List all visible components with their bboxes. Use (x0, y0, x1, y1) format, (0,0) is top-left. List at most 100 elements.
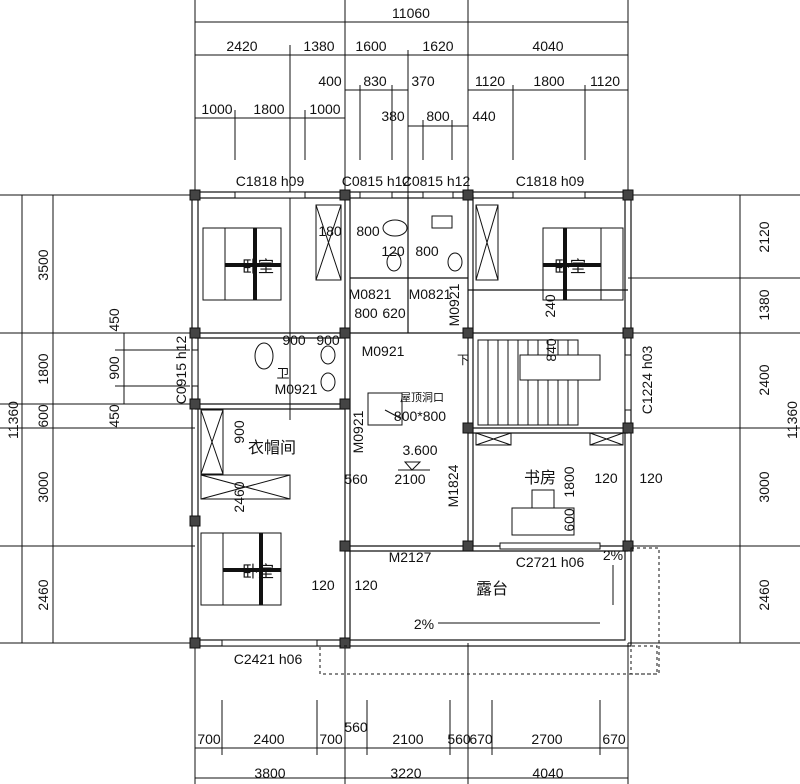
dim: 1120 (475, 73, 505, 89)
dim: 840 (543, 338, 559, 362)
dim: 900 (231, 420, 247, 444)
dim: 2460 (231, 481, 247, 512)
dim: 3800 (254, 765, 285, 781)
door-label: M0921 (362, 343, 405, 359)
dim: 2460 (756, 579, 772, 610)
slope-label: 2% (414, 616, 434, 632)
dimension-text: 11060 2420 1380 1600 1620 4040 400 830 3… (5, 5, 800, 781)
dim: 1120 (590, 73, 620, 89)
room-bedroom-top-left: 卧室 (242, 257, 274, 276)
window-label: C1818 h09 (516, 173, 585, 189)
window-label: C1224 h03 (639, 346, 655, 415)
roof-hatch-size: 800*800 (394, 408, 446, 424)
window-label: C0915 h12 (173, 336, 189, 405)
dim: 2420 (226, 38, 257, 54)
room-bathroom: 卫 (276, 367, 289, 382)
dim: 1800 (533, 73, 564, 89)
door-label: M2127 (389, 549, 432, 565)
dim: 600 (35, 404, 51, 428)
stair-down-label: 下 (457, 353, 469, 367)
dim: 3220 (390, 765, 421, 781)
dim: 400 (318, 73, 342, 89)
wardrobes (200, 204, 624, 500)
dim: 2700 (531, 731, 562, 747)
dim: 2100 (394, 471, 425, 487)
dim: 1620 (422, 38, 453, 54)
room-bedroom-bottom-left: 卧室 (242, 562, 274, 581)
dim: 800 (356, 223, 380, 239)
dim: 120 (381, 243, 405, 259)
dim: 600 (561, 508, 577, 532)
dim: 1380 (303, 38, 334, 54)
dim: 800 (354, 305, 378, 321)
door-label: M0821 (409, 286, 452, 302)
dim: 2400 (756, 364, 772, 395)
door-label: M0921 (350, 410, 366, 453)
dim: 670 (469, 731, 493, 747)
sanitary (254, 215, 463, 392)
dim: 2100 (392, 731, 423, 747)
door-label: M1824 (445, 464, 461, 507)
dim: 900 (282, 332, 306, 348)
stair (477, 339, 601, 426)
dim: 1800 (35, 353, 51, 384)
dim: 120 (311, 577, 335, 593)
roof-hatch (367, 392, 403, 426)
dim: 830 (363, 73, 387, 89)
dim: 1800 (561, 466, 577, 497)
dim: 2400 (253, 731, 284, 747)
dim: 1000 (309, 101, 340, 117)
slope-label: 2% (603, 547, 623, 563)
dim: 1000 (201, 101, 232, 117)
dim: 1380 (756, 289, 772, 320)
window-label: C0815 h12 (402, 173, 471, 189)
dim: 900 (316, 332, 340, 348)
window-label: C1818 h09 (236, 173, 305, 189)
room-bedroom-top-right: 卧室 (554, 257, 586, 276)
dim-total-left: 11360 (5, 401, 21, 439)
dim: 1600 (355, 38, 386, 54)
dim: 440 (472, 108, 496, 124)
dim: 370 (411, 73, 435, 89)
dim: 1800 (253, 101, 284, 117)
dim: 900 (106, 356, 122, 380)
dim: 240 (542, 294, 558, 318)
dim: 560 (344, 471, 368, 487)
dim: 380 (381, 108, 405, 124)
room-closet: 衣帽间 (248, 438, 296, 457)
terrace-tiles (319, 547, 660, 675)
dim: 4040 (532, 765, 563, 781)
room-terrace: 露台 (476, 579, 508, 598)
window-label: C2421 h06 (234, 651, 303, 667)
dim: 3000 (35, 471, 51, 502)
dim: 800 (426, 108, 450, 124)
dim: 2120 (756, 221, 772, 252)
dim: 670 (602, 731, 626, 747)
fixtures (200, 204, 660, 675)
dim: 120 (354, 577, 378, 593)
door-label: M0821 (349, 286, 392, 302)
columns (189, 189, 634, 649)
elevation-marker (398, 461, 430, 471)
opening-labels: C1818 h09 C0815 h12 C0815 h12 C1818 h09 … (173, 173, 655, 667)
dim-total-top: 11060 (392, 5, 430, 21)
dim: 3000 (756, 471, 772, 502)
dim: 700 (319, 731, 343, 747)
bed-bottom-left (200, 532, 282, 606)
dim: 620 (382, 305, 406, 321)
dim: 800 (415, 243, 439, 259)
dim-total-right: 11360 (784, 401, 800, 439)
dim: 560 (344, 719, 368, 735)
window-label: C2721 h06 (516, 554, 585, 570)
dim: 450 (106, 404, 122, 428)
door-label: M0921 (446, 283, 462, 326)
dim: 3500 (35, 249, 51, 280)
dim: 120 (594, 470, 618, 486)
dim: 450 (106, 308, 122, 332)
window-label: C0815 h12 (342, 173, 411, 189)
room-labels: 卧室 卧室 卧室 衣帽间 书房 露台 卫 下 屋顶洞口 800*800 3.60… (242, 257, 623, 632)
door-label: M0921 (275, 381, 318, 397)
dim: 120 (639, 470, 663, 486)
dim: 2460 (35, 579, 51, 610)
